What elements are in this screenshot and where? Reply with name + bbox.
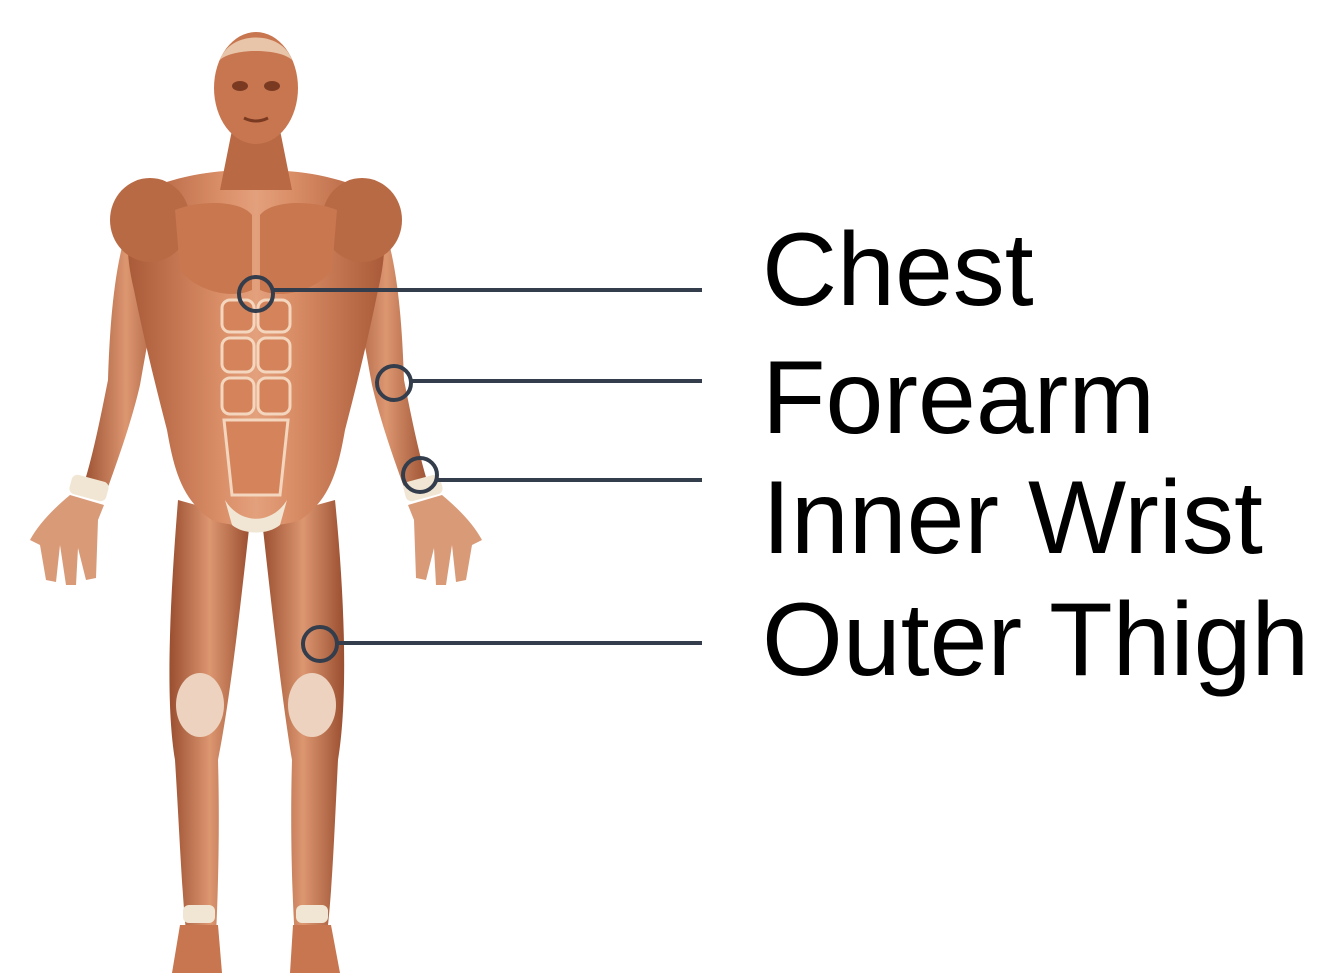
right-ankle	[296, 905, 328, 923]
label-inner-wrist: Inner Wrist	[762, 466, 1263, 570]
left-foot	[172, 925, 222, 973]
outer-thigh-pointer	[303, 627, 702, 661]
label-chest: Chest	[762, 218, 1034, 322]
left-hand	[30, 495, 104, 585]
label-outer-thigh: Outer Thigh	[762, 588, 1309, 692]
human-muscle-anatomy-icon	[30, 32, 482, 973]
label-forearm: Forearm	[762, 346, 1155, 450]
left-eye	[232, 81, 248, 91]
forearm-pointer	[377, 366, 702, 400]
right-foot	[290, 925, 340, 973]
right-hand	[408, 495, 482, 585]
right-knee	[288, 673, 336, 737]
inner-wrist-pointer	[403, 458, 702, 492]
left-knee	[176, 673, 224, 737]
left-ankle	[183, 905, 215, 923]
right-eye	[264, 81, 280, 91]
